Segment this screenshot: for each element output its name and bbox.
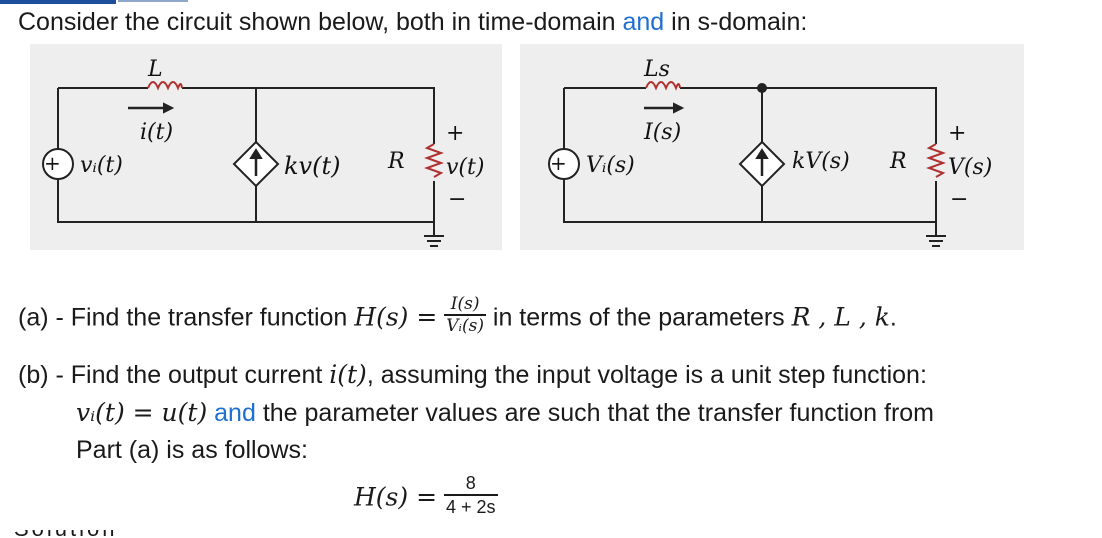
part-b-current: i(t) xyxy=(329,360,367,389)
time-dependent-label: kv(t) xyxy=(284,152,340,180)
time-inductor-label: L xyxy=(147,57,163,82)
time-output-minus: − xyxy=(448,187,466,212)
time-current-label: i(t) xyxy=(140,120,173,145)
part-b-input: vᵢ(t) = u(t) xyxy=(76,398,208,427)
s-domain-circuit: + Ls I(s) Vᵢ(s) kV(s) R + V(s) − xyxy=(548,57,992,247)
part-a-period: . xyxy=(889,303,897,332)
equation-denominator: 4 + 2s xyxy=(446,497,496,517)
time-output-plus: + xyxy=(446,121,464,146)
part-b-line-3: Part (a) is as follows: xyxy=(76,436,308,465)
time-output-label: v(t) xyxy=(446,155,484,180)
time-source-label: vᵢ(t) xyxy=(80,153,123,178)
part-a-denominator: Vᵢ(s) xyxy=(446,316,484,336)
s-current-label: I(s) xyxy=(643,120,681,145)
part-b-and: and xyxy=(214,399,256,427)
intro-text-2: in s-domain: xyxy=(664,8,808,36)
footer-cut-label: Solution xyxy=(14,530,134,538)
s-inductor-label: Ls xyxy=(643,57,670,82)
s-output-minus: − xyxy=(950,187,968,212)
intro-and: and xyxy=(622,8,665,36)
top-accent-rule xyxy=(0,0,116,4)
part-b-suffix: , assuming the input voltage is a unit s… xyxy=(366,361,927,389)
intro-text-1: Consider the circuit shown below, both i… xyxy=(18,8,623,36)
part-a-suffix-1: in terms of the parameters xyxy=(485,303,792,332)
part-a-prefix: (a) - Find the transfer function xyxy=(18,303,355,332)
part-a-numerator: I(s) xyxy=(444,294,486,316)
part-a-lhs: H(s) = xyxy=(354,302,438,332)
s-output-plus: + xyxy=(948,121,966,146)
part-b-line-2-suffix: the parameter values are such that the t… xyxy=(255,399,934,427)
s-output-label: V(s) xyxy=(948,155,992,180)
part-b-prefix: (b) - Find the output current xyxy=(18,361,330,389)
time-domain-circuit: + L i(t) vᵢ(t) kv(t) R + v(t) − xyxy=(42,57,484,247)
top-accent-rule-tail xyxy=(118,0,188,2)
part-b-line-3-text: Part (a) is as follows: xyxy=(76,436,309,464)
part-b-line-1: (b) - Find the output current i(t), assu… xyxy=(18,360,927,390)
s-resistor-label: R xyxy=(889,149,907,174)
time-source-plus: + xyxy=(44,151,61,175)
s-source-label: Vᵢ(s) xyxy=(586,153,635,178)
intro-line: Consider the circuit shown below, both i… xyxy=(18,8,807,37)
part-a-line: (a) - Find the transfer function H(s) = … xyxy=(18,294,897,340)
s-source-plus: + xyxy=(550,151,567,175)
time-resistor-label: R xyxy=(387,149,405,174)
equation-numerator: 8 xyxy=(444,472,498,496)
s-junction-dot xyxy=(757,83,767,93)
part-a-fraction: I(s)Vᵢ(s) xyxy=(444,294,486,336)
part-b-line-2: vᵢ(t) = u(t) and the parameter values ar… xyxy=(76,398,934,428)
time-domain-panel: + L i(t) vᵢ(t) kv(t) R + v(t) − xyxy=(30,44,502,250)
s-dependent-label: kV(s) xyxy=(792,149,850,174)
footer-cut-text: Solution xyxy=(14,530,134,538)
s-domain-panel: + Ls I(s) Vᵢ(s) kV(s) R + V(s) − xyxy=(520,44,1024,250)
equation-lhs: H(s) = xyxy=(354,482,438,512)
part-a-params: R , L , k xyxy=(791,302,890,332)
